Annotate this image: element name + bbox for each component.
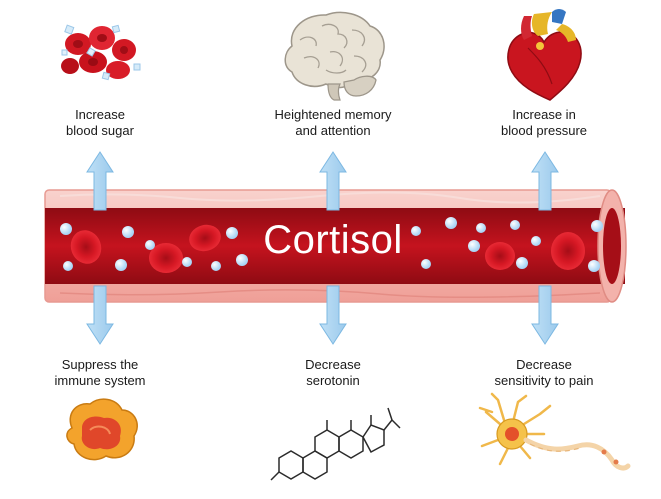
arrow-down-immune xyxy=(86,285,114,345)
cortisol-title: Cortisol xyxy=(263,218,403,262)
effect-label-memory: Heightened memory and attention xyxy=(248,107,418,139)
red-blood-cells xyxy=(70,224,585,273)
effect-label-blood-pressure: Increase in blood pressure xyxy=(459,107,629,139)
immune-cell-icon xyxy=(66,398,138,461)
effect-label-immune: Suppress the immune system xyxy=(15,357,185,389)
effect-line-1: Increase xyxy=(75,107,125,122)
effect-line-1: Increase in xyxy=(512,107,576,122)
effect-label-pain: Decrease sensitivity to pain xyxy=(459,357,629,389)
arrow-up-blood-pressure xyxy=(531,151,559,211)
effect-line-2: blood sugar xyxy=(66,123,134,138)
effect-line-1: Heightened memory xyxy=(274,107,392,122)
effect-line-1: Suppress the xyxy=(61,357,139,372)
effect-line-2: serotonin xyxy=(306,373,360,388)
effect-label-blood-sugar: Increase blood sugar xyxy=(15,107,185,139)
neuron-icon xyxy=(478,392,631,471)
cortisol-molecules xyxy=(60,217,603,272)
effect-line-2: sensitivity to pain xyxy=(494,373,594,388)
arrow-up-memory xyxy=(319,151,347,211)
effect-line-2: blood pressure xyxy=(501,123,587,138)
effect-line-2: and attention xyxy=(295,123,371,138)
blood-vessel xyxy=(44,189,627,303)
heart-icon xyxy=(507,9,582,101)
effect-line-2: immune system xyxy=(54,373,146,388)
arrow-down-pain xyxy=(531,285,559,345)
effect-line-1: Decrease xyxy=(305,357,361,372)
effect-label-serotonin: Decrease serotonin xyxy=(248,357,418,389)
arrow-down-serotonin xyxy=(319,285,347,345)
effect-line-1: Decrease xyxy=(516,357,572,372)
steroid-molecule-icon xyxy=(270,407,401,481)
blood-cells-icon xyxy=(61,24,141,81)
brain-icon xyxy=(284,11,385,101)
arrow-up-blood-sugar xyxy=(86,151,114,211)
